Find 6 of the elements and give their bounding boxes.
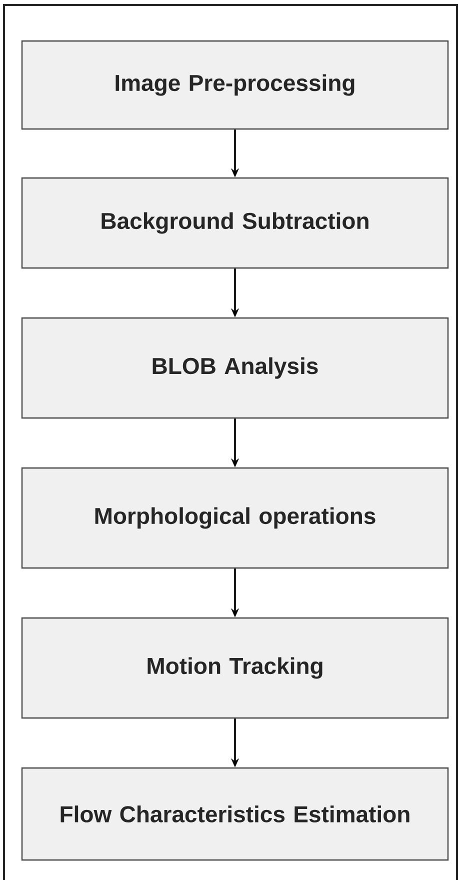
- process-box: Morphological operations: [21, 467, 449, 569]
- process-box: Background Subtraction: [21, 177, 449, 269]
- process-box: Motion Tracking: [21, 617, 449, 719]
- process-box: Image Pre-processing: [21, 40, 449, 130]
- process-box: BLOB Analysis: [21, 317, 449, 419]
- process-box: Flow Characteristics Estimation: [21, 767, 449, 861]
